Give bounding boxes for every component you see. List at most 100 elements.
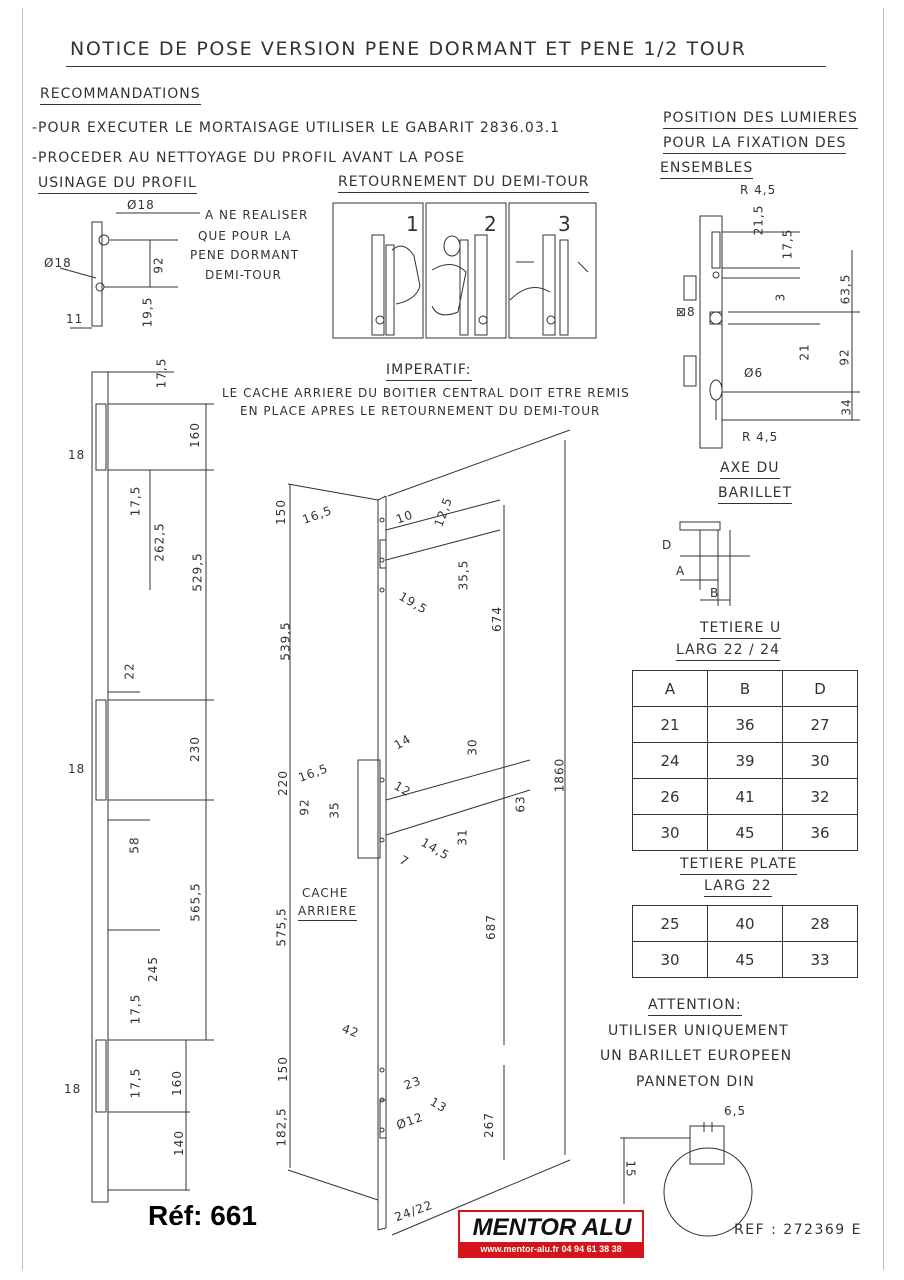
center-dim-182-5: 182,5 [274, 1107, 289, 1147]
attention-heading: ATTENTION: [648, 997, 742, 1016]
center-dim-30: 30 [465, 738, 480, 756]
left-dim-58: 58 [127, 836, 142, 854]
usinage-dim-92: 92 [151, 256, 166, 274]
retournement-step-3: 3 [558, 212, 572, 236]
axe-heading-2: BARILLET [718, 485, 793, 504]
lumieres-dim-34: 34 [839, 398, 854, 416]
lumieres-dim-17-5: 17,5 [780, 228, 795, 260]
table-cell: 24 [632, 742, 708, 779]
table-row: 30 45 33 [632, 941, 858, 978]
tetiere-plate-heading-2: LARG 22 [704, 878, 772, 897]
center-dim-150-bottom: 150 [275, 1056, 290, 1082]
retournement-step-1: 1 [406, 212, 420, 236]
center-dim-63: 63 [513, 795, 528, 813]
lumieres-dim-3: 3 [773, 292, 788, 302]
mentor-alu-logo: MENTOR ALU www.mentor-alu.fr 04 94 61 38… [458, 1210, 644, 1258]
center-dim-92: 92 [297, 798, 312, 816]
center-dim-575-5: 575,5 [274, 907, 289, 947]
center-dim-687: 687 [483, 914, 498, 940]
left-dim-18-bottom: 18 [64, 1082, 82, 1096]
table-cell: 40 [707, 905, 783, 942]
recommandation-line-1: -POUR EXECUTER LE MORTAISAGE UTILISER LE… [32, 120, 561, 136]
table-cell: 45 [707, 814, 783, 851]
left-dim-17-5-a: 17,5 [128, 485, 143, 517]
usinage-note-4: DEMI-TOUR [205, 268, 282, 282]
usinage-dim-19-5: 19,5 [140, 296, 155, 328]
axe-label-b: B [710, 586, 720, 600]
lumieres-dim-square8: ⊠8 [676, 305, 696, 319]
lumieres-dim-r45-bottom: R 4,5 [742, 430, 779, 444]
left-dim-160-bottom: 160 [169, 1070, 184, 1096]
axe-label-d: D [662, 538, 673, 552]
cylinder-dim-15: 15 [623, 1160, 638, 1178]
left-dim-230: 230 [187, 736, 202, 762]
col-header-a: A [632, 670, 708, 707]
center-dim-220: 220 [275, 770, 290, 796]
ref-code: REF : 272369 E [734, 1222, 862, 1238]
left-dim-18-top: 18 [68, 448, 86, 462]
table-cell: 45 [707, 941, 783, 978]
imperatif-line-2: EN PLACE APRES LE RETOURNEMENT DU DEMI-T… [240, 404, 601, 418]
table-cell: 21 [632, 706, 708, 743]
cache-label-2: ARRIERE [298, 904, 357, 921]
table-cell: 27 [782, 706, 858, 743]
center-dim-267: 267 [481, 1112, 496, 1138]
center-dim-35: 35 [327, 801, 342, 819]
left-dim-22: 22 [122, 662, 137, 680]
axe-label-a: A [676, 564, 686, 578]
lumieres-dim-21-5: 21,5 [751, 204, 766, 236]
page-title: NOTICE DE POSE VERSION PENE DORMANT ET P… [70, 38, 747, 60]
table-cell: 28 [782, 905, 858, 942]
lumieres-heading-1: POSITION DES LUMIERES [663, 110, 858, 129]
recommandations-heading: RECOMMANDATIONS [40, 86, 201, 105]
left-dim-18-middle: 18 [68, 762, 86, 776]
table-cell: 36 [707, 706, 783, 743]
left-dim-565-5: 565,5 [188, 882, 203, 922]
center-dim-539-5: 539,5 [278, 621, 293, 661]
reference-number: Réf: 661 [148, 1200, 257, 1231]
tetiere-plate-table: 25 40 28 30 45 33 [632, 905, 858, 978]
left-dim-17-5-b: 17,5 [128, 993, 143, 1025]
table-cell: 25 [632, 905, 708, 942]
attention-line-1: UTILISER UNIQUEMENT [608, 1023, 789, 1039]
table-cell: 30 [782, 742, 858, 779]
table-cell: 30 [632, 941, 708, 978]
left-dim-245: 245 [145, 956, 160, 982]
cache-label-1: CACHE [302, 886, 349, 900]
usinage-heading: USINAGE DU PROFIL [38, 175, 197, 194]
table-cell: 39 [707, 742, 783, 779]
usinage-note-3: PENE DORMANT [190, 248, 300, 262]
center-dim-35-5: 35,5 [456, 559, 471, 591]
table-row: 24 39 30 [632, 742, 858, 779]
axe-heading-1: AXE DU [720, 460, 780, 479]
usinage-dim-d18-top: Ø18 [127, 198, 155, 212]
tetiere-u-heading-1: TETIERE U [700, 620, 782, 639]
imperatif-line-1: LE CACHE ARRIERE DU BOITIER CENTRAL DOIT… [222, 386, 630, 400]
left-dim-160-top: 160 [187, 422, 202, 448]
table-row: 26 41 32 [632, 778, 858, 815]
table-cell: 41 [707, 778, 783, 815]
table-row: 21 36 27 [632, 706, 858, 743]
tetiere-u-heading-2: LARG 22 / 24 [676, 642, 780, 661]
title-underline [66, 66, 826, 67]
lumieres-dim-d6: Ø6 [744, 366, 764, 380]
table-row: A B D [632, 670, 858, 707]
usinage-note-1: A NE REALISER [205, 208, 309, 222]
retournement-heading: RETOURNEMENT DU DEMI-TOUR [338, 174, 590, 193]
lumieres-dim-r45-top: R 4,5 [740, 183, 777, 197]
table-cell: 32 [782, 778, 858, 815]
logo-name: MENTOR ALU [464, 1214, 640, 1242]
center-dim-31: 31 [455, 828, 470, 846]
table-row: 25 40 28 [632, 905, 858, 942]
tetiere-u-table: A B D 21 36 27 24 39 30 26 41 32 30 45 3… [632, 670, 858, 851]
table-row: 30 45 36 [632, 814, 858, 851]
imperatif-heading: IMPERATIF: [386, 362, 472, 381]
usinage-dim-d18-left: Ø18 [44, 256, 72, 270]
col-header-b: B [707, 670, 783, 707]
left-dim-140: 140 [171, 1130, 186, 1156]
logo-contact: www.mentor-alu.fr 04 94 61 38 38 [460, 1242, 642, 1256]
lumieres-heading-3: ENSEMBLES [660, 160, 754, 179]
left-dim-17-5-c: 17,5 [128, 1067, 143, 1099]
lumieres-dim-63-5: 63,5 [838, 273, 853, 305]
col-header-d: D [782, 670, 858, 707]
